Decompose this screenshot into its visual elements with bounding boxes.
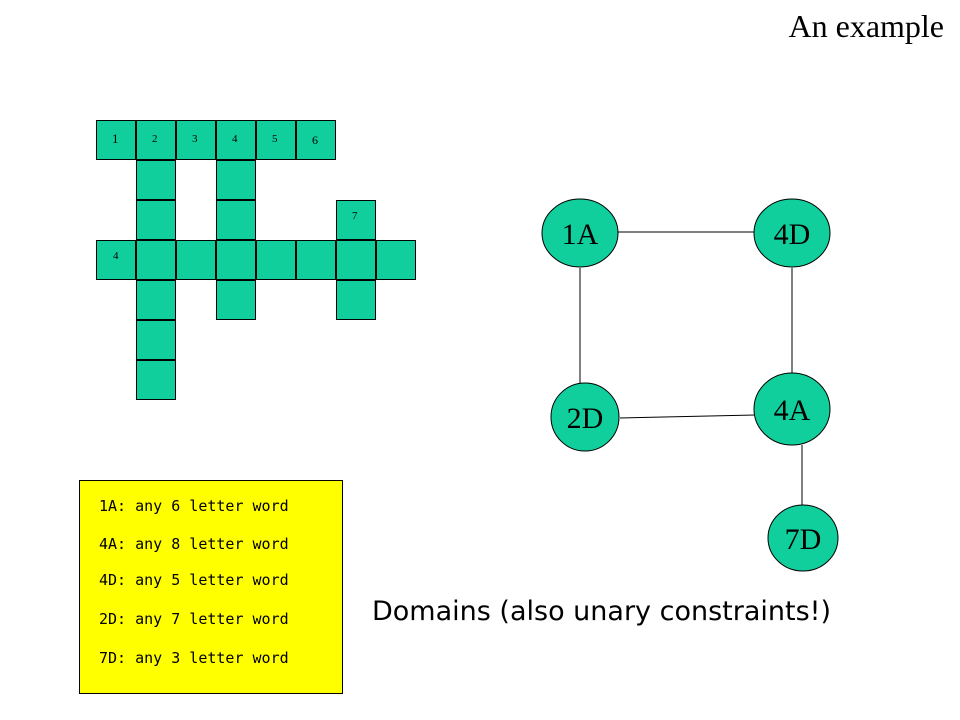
cell-number: 4 xyxy=(113,250,119,262)
graph-node-2d: 2D xyxy=(550,382,620,452)
crossword-cell xyxy=(336,200,376,240)
crossword-cell xyxy=(216,240,256,280)
graph-edge xyxy=(619,414,756,419)
graph-node-4a: 4A xyxy=(753,372,831,446)
graph-node-4d: 4D xyxy=(753,198,831,268)
crossword-cell xyxy=(336,280,376,320)
crossword-cell xyxy=(176,240,216,280)
domains-caption: Domains (also unary constraints!) xyxy=(372,596,831,627)
domain-item: 7D: any 3 letter word xyxy=(99,649,289,667)
cell-number: 6 xyxy=(312,133,318,147)
crossword-cell xyxy=(136,200,176,240)
domains-box: 1A: any 6 letter word 4A: any 8 letter w… xyxy=(79,480,343,694)
cell-number: 4 xyxy=(232,133,238,145)
node-label: 1A xyxy=(562,218,599,251)
node-label: 7D xyxy=(785,523,822,556)
domain-item: 4D: any 5 letter word xyxy=(99,571,289,589)
slide-title: An example xyxy=(788,8,945,44)
cell-number: 3 xyxy=(192,133,198,145)
graph-node-1a: 1A xyxy=(541,198,619,268)
node-label: 4D xyxy=(774,218,811,251)
crossword-cell xyxy=(136,320,176,360)
domain-item: 2D: any 7 letter word xyxy=(99,610,289,628)
cell-number: 2 xyxy=(152,133,158,145)
crossword-cell xyxy=(136,360,176,400)
crossword-cell xyxy=(176,120,216,160)
crossword-cell xyxy=(296,240,336,280)
domain-item: 4A: any 8 letter word xyxy=(99,535,289,553)
crossword-cell xyxy=(296,120,336,160)
crossword-cell xyxy=(216,200,256,240)
domain-item: 1A: any 6 letter word xyxy=(99,497,289,515)
crossword-cell xyxy=(136,240,176,280)
crossword-cell xyxy=(256,120,296,160)
node-label: 4A xyxy=(774,394,811,427)
cell-number: 1 xyxy=(112,131,119,146)
crossword-cell xyxy=(336,240,376,280)
cell-number: 7 xyxy=(352,210,358,222)
crossword-cell xyxy=(256,240,296,280)
crossword-cell xyxy=(136,160,176,200)
crossword-cell xyxy=(96,120,136,160)
node-label: 2D xyxy=(567,402,604,435)
crossword-cell xyxy=(216,280,256,320)
crossword-cell xyxy=(136,120,176,160)
crossword-cell xyxy=(216,160,256,200)
graph-node-7d: 7D xyxy=(767,504,839,572)
cell-number: 5 xyxy=(272,133,278,145)
crossword-cell xyxy=(136,280,176,320)
crossword-cell xyxy=(96,240,136,280)
crossword-cell xyxy=(216,120,256,160)
crossword-cell xyxy=(376,240,416,280)
